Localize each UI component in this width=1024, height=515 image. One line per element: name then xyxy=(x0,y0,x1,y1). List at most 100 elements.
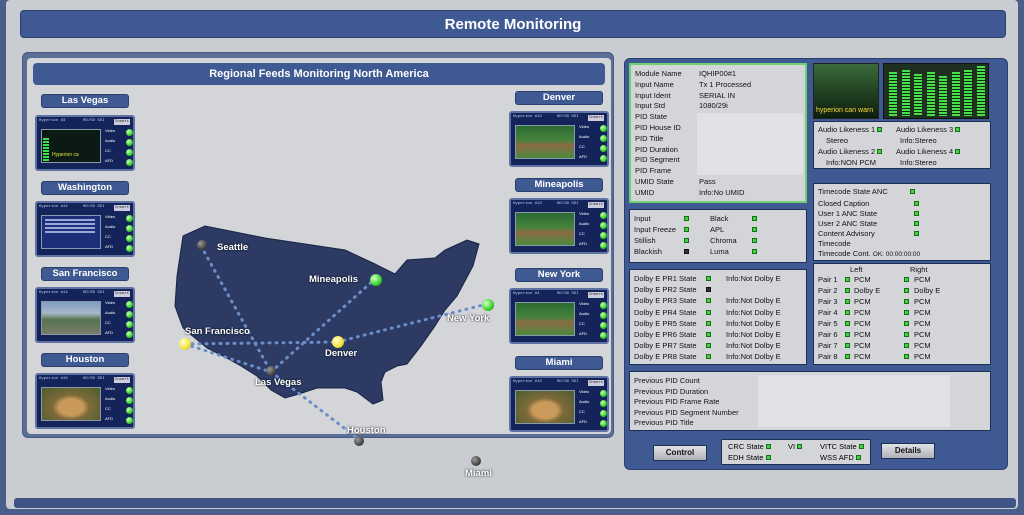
feed-label-denver[interactable]: Denver xyxy=(515,91,603,105)
feed-led-row: AFD xyxy=(579,154,607,164)
feed-insert-button[interactable]: Insert xyxy=(114,377,130,383)
feed-insert-button[interactable]: Insert xyxy=(588,202,604,208)
feed-video-screen[interactable] xyxy=(515,302,575,336)
dolby-row-value: Info:Not Dolby E xyxy=(726,307,781,317)
feed-insert-button[interactable]: Insert xyxy=(114,119,130,125)
video-preview[interactable]: hyperion can warn xyxy=(813,63,879,119)
map-label-miami: Miami xyxy=(465,468,492,479)
video-state-row: Black xyxy=(710,214,770,223)
marker-seattle[interactable] xyxy=(197,240,207,250)
feed-insert-button[interactable]: Insert xyxy=(114,205,130,211)
map-label-houston: Houston xyxy=(347,425,386,436)
feed-insert-button[interactable]: Insert xyxy=(588,115,604,121)
feed-label-washington[interactable]: Washington xyxy=(41,181,129,195)
audio-level-meters xyxy=(883,63,989,119)
feed-label-miami[interactable]: Miami xyxy=(515,356,603,370)
feed-video-screen[interactable] xyxy=(41,301,101,335)
marker-miami[interactable] xyxy=(471,456,481,466)
module-field-label: PID Duration xyxy=(635,144,678,154)
details-button[interactable]: Details xyxy=(881,443,935,459)
feed-video-screen[interactable] xyxy=(515,125,575,159)
previous-pid-values xyxy=(758,375,950,427)
regional-feeds-panel: Regional Feeds Monitoring North America … xyxy=(22,52,614,479)
audio-likeness-box: Audio Likeness 1 Stereo Audio Likeness 3… xyxy=(813,121,991,169)
feed-insert-button[interactable]: Insert xyxy=(588,292,604,298)
audio-likeness-4-label: Audio Likeness 4 xyxy=(896,147,954,156)
feed-led-label: AFD xyxy=(105,416,113,421)
feed-video-screen[interactable] xyxy=(41,387,101,421)
audio-level-bar xyxy=(914,74,922,116)
feed-label-san-francisco[interactable]: San Francisco xyxy=(41,267,129,281)
status-led-icon xyxy=(126,245,133,252)
feed-insert-button[interactable]: Insert xyxy=(114,291,130,297)
timecode-row: Timecode xyxy=(818,239,938,248)
feed-label-las-vegas[interactable]: Las Vegas xyxy=(41,94,129,108)
feed-label-new-york[interactable]: New York xyxy=(515,268,603,282)
control-button[interactable]: Control xyxy=(653,445,707,461)
feed-label-houston[interactable]: Houston xyxy=(41,353,129,367)
input-state-led xyxy=(684,227,689,232)
marker-houston[interactable] xyxy=(354,436,364,446)
feed-led-label: Video xyxy=(579,124,590,129)
module-field-label: Input Ident xyxy=(635,90,671,100)
marker-newyork[interactable] xyxy=(482,299,494,311)
audio-pair-left-value: PCM xyxy=(854,319,871,328)
input-state-row: Stillish xyxy=(634,236,692,245)
crc-state-led xyxy=(765,444,771,449)
link-lasvegas-mineapolis xyxy=(269,277,377,374)
feed-source-name: Hyperion #3 xyxy=(39,119,66,123)
feed-led-row: Audio xyxy=(579,399,607,409)
audio-likeness-1-value: Stereo xyxy=(826,136,849,145)
feed-audio-bars xyxy=(43,138,49,162)
feed-video-screen[interactable]: Hyperion ca xyxy=(41,129,101,163)
timecode-row-led xyxy=(914,211,919,216)
video-state-led xyxy=(752,227,757,232)
feed-video-screen[interactable] xyxy=(515,212,575,246)
feed-led-row: CC xyxy=(579,231,607,241)
video-state-row: Chroma xyxy=(710,236,770,245)
feed-format: HD/SD SDI xyxy=(83,205,105,209)
feed-source-name: Hyperion #13 xyxy=(513,202,542,206)
audio-level-bar xyxy=(939,76,947,116)
audio-pair-left-value: Dolby E xyxy=(854,286,881,295)
usa-map[interactable]: Seattle Mineapolis New York San Francisc… xyxy=(145,178,505,463)
marker-lasvegas[interactable] xyxy=(266,366,276,376)
feed-insert-button[interactable]: Insert xyxy=(588,380,604,386)
audio-likeness-2-value: Info:NON PCM xyxy=(826,158,877,167)
feed-label-mineapolis[interactable]: Mineapolis xyxy=(515,178,603,192)
feed-led-row: CC xyxy=(105,320,133,330)
timecode-row-led xyxy=(914,201,919,206)
feed-led-row: AFD xyxy=(105,244,133,254)
audio-pair-label: Pair 6 xyxy=(818,330,838,339)
feed-video-screen[interactable] xyxy=(41,215,101,249)
feed-led-row: CC xyxy=(105,406,133,416)
audio-pair-left-led xyxy=(845,277,850,282)
marker-sanfrancisco[interactable] xyxy=(179,338,191,350)
audio-pair-right-value: Dolby E xyxy=(914,286,941,295)
marker-mineapolis[interactable] xyxy=(370,274,382,286)
feed-led-label: AFD xyxy=(579,419,587,424)
marker-denver[interactable] xyxy=(332,336,344,348)
feed-video-screen[interactable] xyxy=(515,390,575,424)
audio-level-bar xyxy=(901,70,910,116)
